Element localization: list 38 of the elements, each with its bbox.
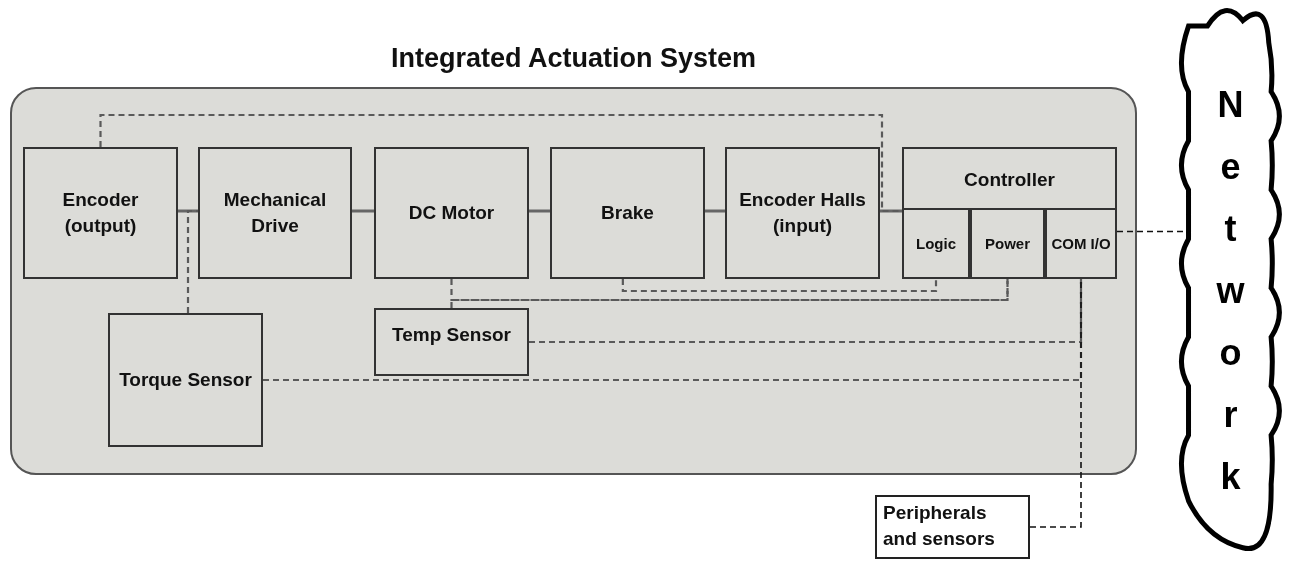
connector-line xyxy=(352,209,374,213)
dashed-connector xyxy=(1116,230,1185,233)
connector-line xyxy=(705,209,725,213)
box-label: Controller xyxy=(964,168,1055,192)
controller-box xyxy=(902,147,1117,279)
box-label: Encoder Halls (input) xyxy=(738,188,867,238)
process-box xyxy=(108,313,263,447)
process-box xyxy=(374,147,529,279)
module-box xyxy=(1045,208,1117,279)
process-box xyxy=(374,308,529,376)
module-box xyxy=(970,208,1045,279)
box-label: Brake xyxy=(601,201,654,225)
box-label: COM I/O xyxy=(1051,234,1111,253)
box-label: Power xyxy=(985,234,1030,253)
process-box xyxy=(550,147,705,279)
dashed-connector xyxy=(529,279,1083,344)
process-box xyxy=(725,147,880,279)
dashed-connector xyxy=(186,209,198,313)
module-box xyxy=(902,208,970,279)
process-box xyxy=(875,495,1030,559)
dashed-connector xyxy=(450,279,1009,302)
dashed-connector xyxy=(450,279,1009,308)
box-label: Encoder (output) xyxy=(61,188,140,238)
connector-line xyxy=(178,209,198,213)
box-label: Torque Sensor xyxy=(119,368,252,392)
box-label: Logic xyxy=(916,234,956,253)
cloud-label: Network xyxy=(1216,83,1245,499)
connector-line xyxy=(880,209,902,213)
box-label: DC Motor xyxy=(408,201,495,225)
dashed-connector xyxy=(621,279,938,293)
box-label: Mechanical Drive xyxy=(222,188,328,238)
connector-line xyxy=(529,209,550,213)
dashed-connector xyxy=(99,113,902,213)
box-label: Temp Sensor xyxy=(392,323,511,347)
process-box xyxy=(23,147,178,279)
process-box xyxy=(198,147,352,279)
system-title: Integrated Actuation System xyxy=(389,43,758,74)
box-label: Peripherals and sensors xyxy=(883,501,996,551)
